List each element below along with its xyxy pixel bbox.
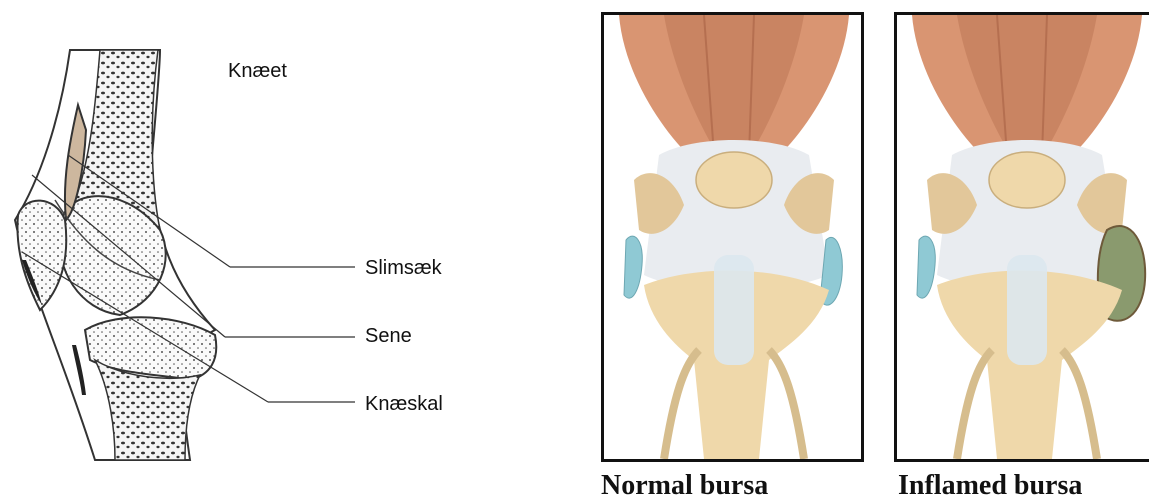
- normal-knee-image: [604, 15, 861, 459]
- label-bursa: Slimsæk: [365, 257, 442, 280]
- inflamed-knee-image: [897, 15, 1149, 459]
- inflamed-bursa-illustration: [894, 12, 1149, 462]
- diagram-title: Knæet: [228, 60, 287, 83]
- label-kneecap: Knæskal: [365, 393, 443, 416]
- label-tendon: Sene: [365, 325, 412, 348]
- normal-bursa-caption: Normal bursa: [601, 470, 768, 502]
- inflamed-bursa-caption: Inflamed bursa: [898, 470, 1082, 502]
- normal-bursa-illustration: [601, 12, 864, 462]
